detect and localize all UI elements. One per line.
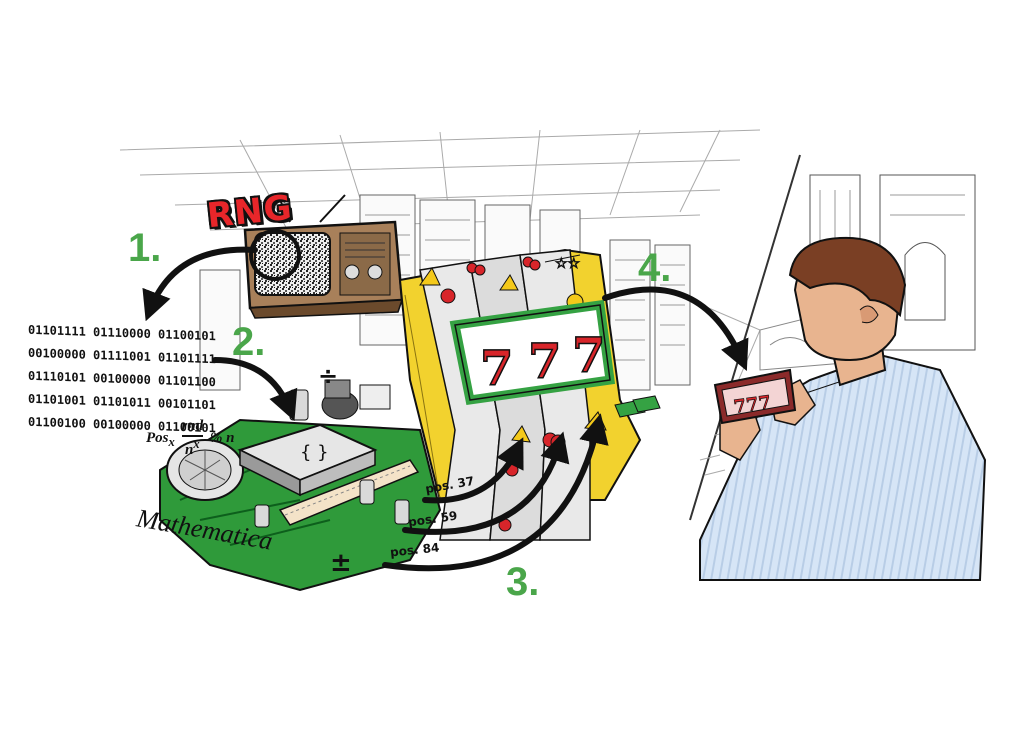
step-3-label: 3. (506, 562, 539, 602)
position-formula: Posx rnd nx % n (146, 418, 235, 459)
formula-den-sup: x (193, 437, 199, 451)
step-4-label: 4. (638, 248, 671, 288)
formula-pos: Pos (146, 430, 169, 446)
step-1-label: 1. (128, 228, 161, 268)
static-screen (255, 233, 330, 295)
plusminus-symbol: ± (330, 548, 352, 578)
formula-numerator: rnd (182, 418, 204, 437)
divide-symbol: ÷ (318, 362, 338, 390)
svg-text:☆☆: ☆☆ (555, 256, 580, 272)
tv-knob (345, 265, 359, 279)
seven-symbol: 7 (528, 334, 561, 390)
step-2-label: 2. (232, 322, 265, 362)
formula-mod: % n (210, 430, 235, 446)
svg-text:{ }: { } (300, 442, 329, 463)
player-with-phone: 777 (700, 238, 985, 580)
tv-knob (368, 265, 382, 279)
formula-sub: x (169, 435, 175, 449)
spin-button (633, 396, 660, 412)
seven-symbol: 7 (480, 341, 513, 397)
seven-symbol: 7 (572, 328, 605, 384)
